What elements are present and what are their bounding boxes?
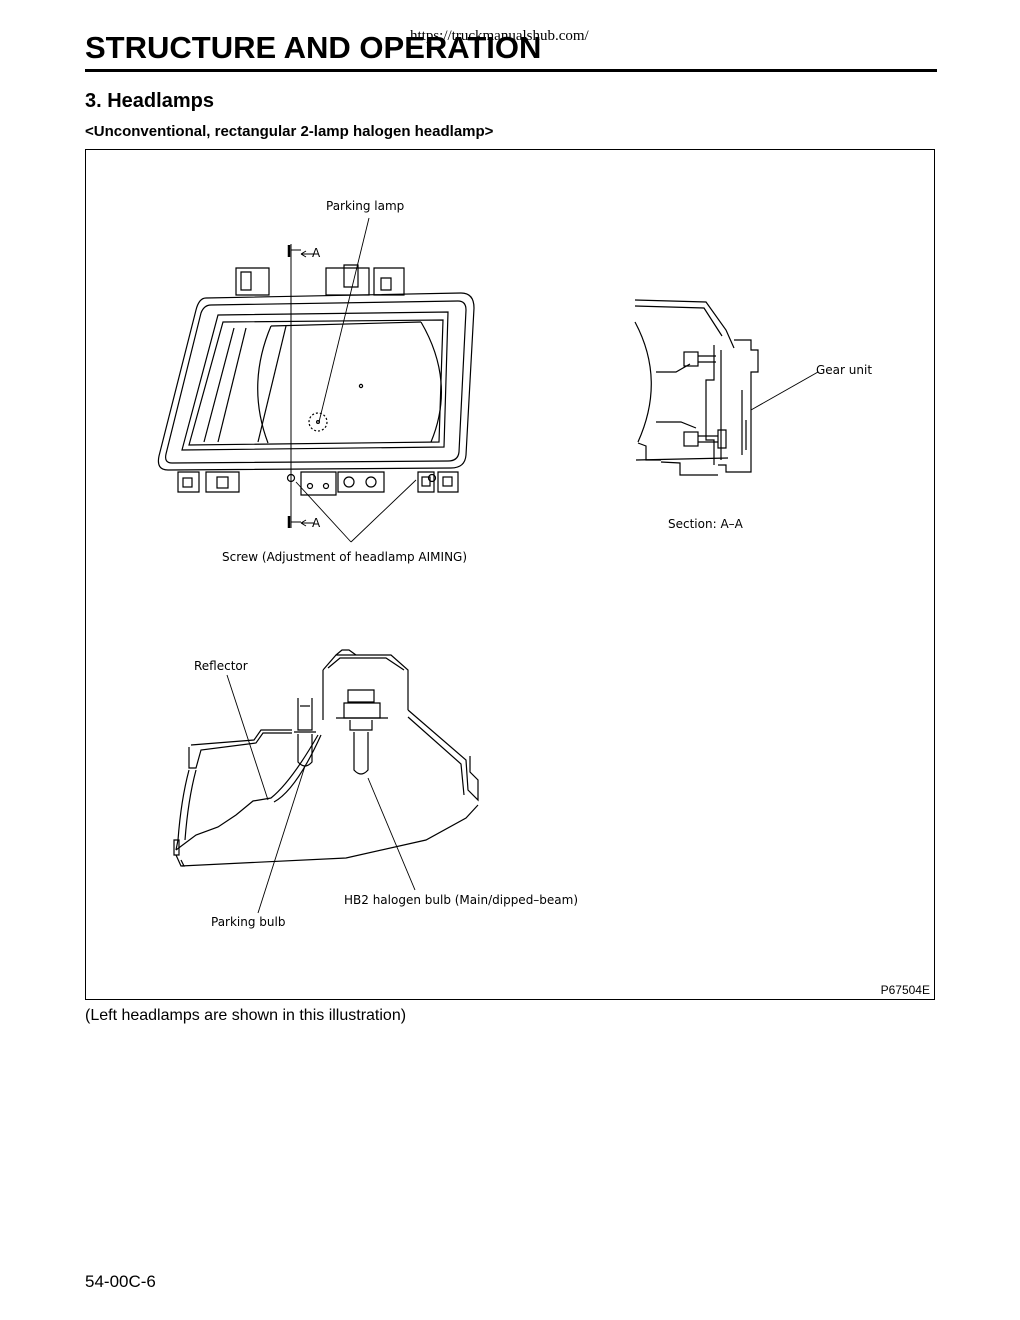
section-aa-view — [634, 299, 819, 476]
label-section-mark-top: A — [312, 246, 321, 260]
section-subtitle: <Unconventional, rectangular 2-lamp halo… — [85, 123, 494, 140]
page-number: 54-00C-6 — [85, 1272, 156, 1291]
headlamp-figure: Parking lamp A A Screw (Adjustment of he… — [85, 149, 935, 1000]
label-hb2-bulb: HB2 halogen bulb (Main/dipped–beam) — [344, 893, 579, 907]
label-screw: Screw (Adjustment of headlamp AIMING) — [222, 550, 468, 564]
label-section-aa: Section: A–A — [668, 517, 743, 531]
figure-id: P67504E — [880, 983, 930, 997]
label-parking-bulb: Parking bulb — [211, 915, 286, 929]
label-parking-lamp: Parking lamp — [326, 199, 405, 213]
header-rule — [85, 69, 937, 72]
section-title: 3. Headlamps — [85, 90, 214, 112]
figure-caption: (Left headlamps are shown in this illust… — [85, 1007, 407, 1024]
headlamp-cross-section-view — [173, 649, 479, 914]
source-url: https://truckmanualshub.com/ — [410, 28, 589, 44]
label-section-mark-bottom: A — [312, 516, 321, 530]
label-gear-unit: Gear unit — [816, 363, 873, 377]
label-reflector: Reflector — [194, 659, 248, 673]
headlamp-illustration — [157, 217, 819, 914]
page-header-title: STRUCTURE AND OPERATION — [85, 30, 542, 65]
headlamp-front-view — [157, 217, 475, 543]
